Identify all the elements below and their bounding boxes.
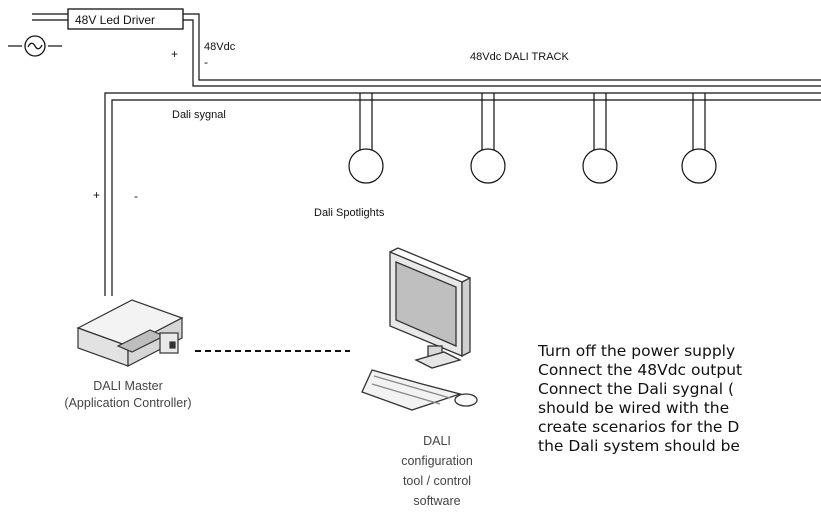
- instruction-line: Connect the Dali sygnal (: [538, 380, 735, 398]
- spotlight: [348, 93, 384, 184]
- instruction-line: the Dali system should be: [538, 437, 740, 455]
- instructions-text: Turn off the power supply Connect the 48…: [538, 342, 821, 518]
- instruction-line: should be wired with the: [538, 399, 730, 417]
- software-label-line1: DALI: [423, 434, 451, 448]
- driver-plus-label: +: [171, 47, 178, 61]
- dali-track: [258, 79, 821, 101]
- spotlight: [582, 93, 618, 184]
- instruction-line: Turn off the power supply: [538, 342, 736, 360]
- instruction-line: create scenarios for the D: [538, 418, 740, 436]
- signal-minus-label: -: [134, 189, 138, 203]
- spotlights-label: Dali Spotlights: [314, 207, 385, 219]
- spotlight: [681, 93, 717, 184]
- dali-master-device-icon: [76, 299, 184, 367]
- led-driver: 48V Led Driver: [67, 8, 184, 30]
- software-label-line2: configuration: [401, 454, 473, 468]
- driver-output-wires: [183, 13, 258, 87]
- signal-wires: [104, 92, 258, 296]
- driver-minus-label: -: [204, 55, 208, 69]
- instruction-line: Connect the 48Vdc output: [538, 361, 743, 379]
- mains-wires: [8, 13, 68, 47]
- driver-voltage-label: 48Vdc: [204, 41, 236, 53]
- computer-icon: [361, 247, 478, 411]
- spotlight: [470, 93, 506, 184]
- signal-label: Dali sygnal: [172, 109, 226, 121]
- master-label-line2: (Application Controller): [64, 396, 191, 410]
- led-driver-label: 48V Led Driver: [75, 13, 155, 27]
- software-label-line3: tool / control: [403, 474, 471, 488]
- ac-source-icon: [24, 35, 46, 57]
- software-label-line4: software: [413, 494, 460, 508]
- signal-plus-label: +: [93, 188, 100, 202]
- track-label: 48Vdc DALI TRACK: [470, 51, 570, 63]
- master-label-line1: DALI Master: [93, 379, 162, 393]
